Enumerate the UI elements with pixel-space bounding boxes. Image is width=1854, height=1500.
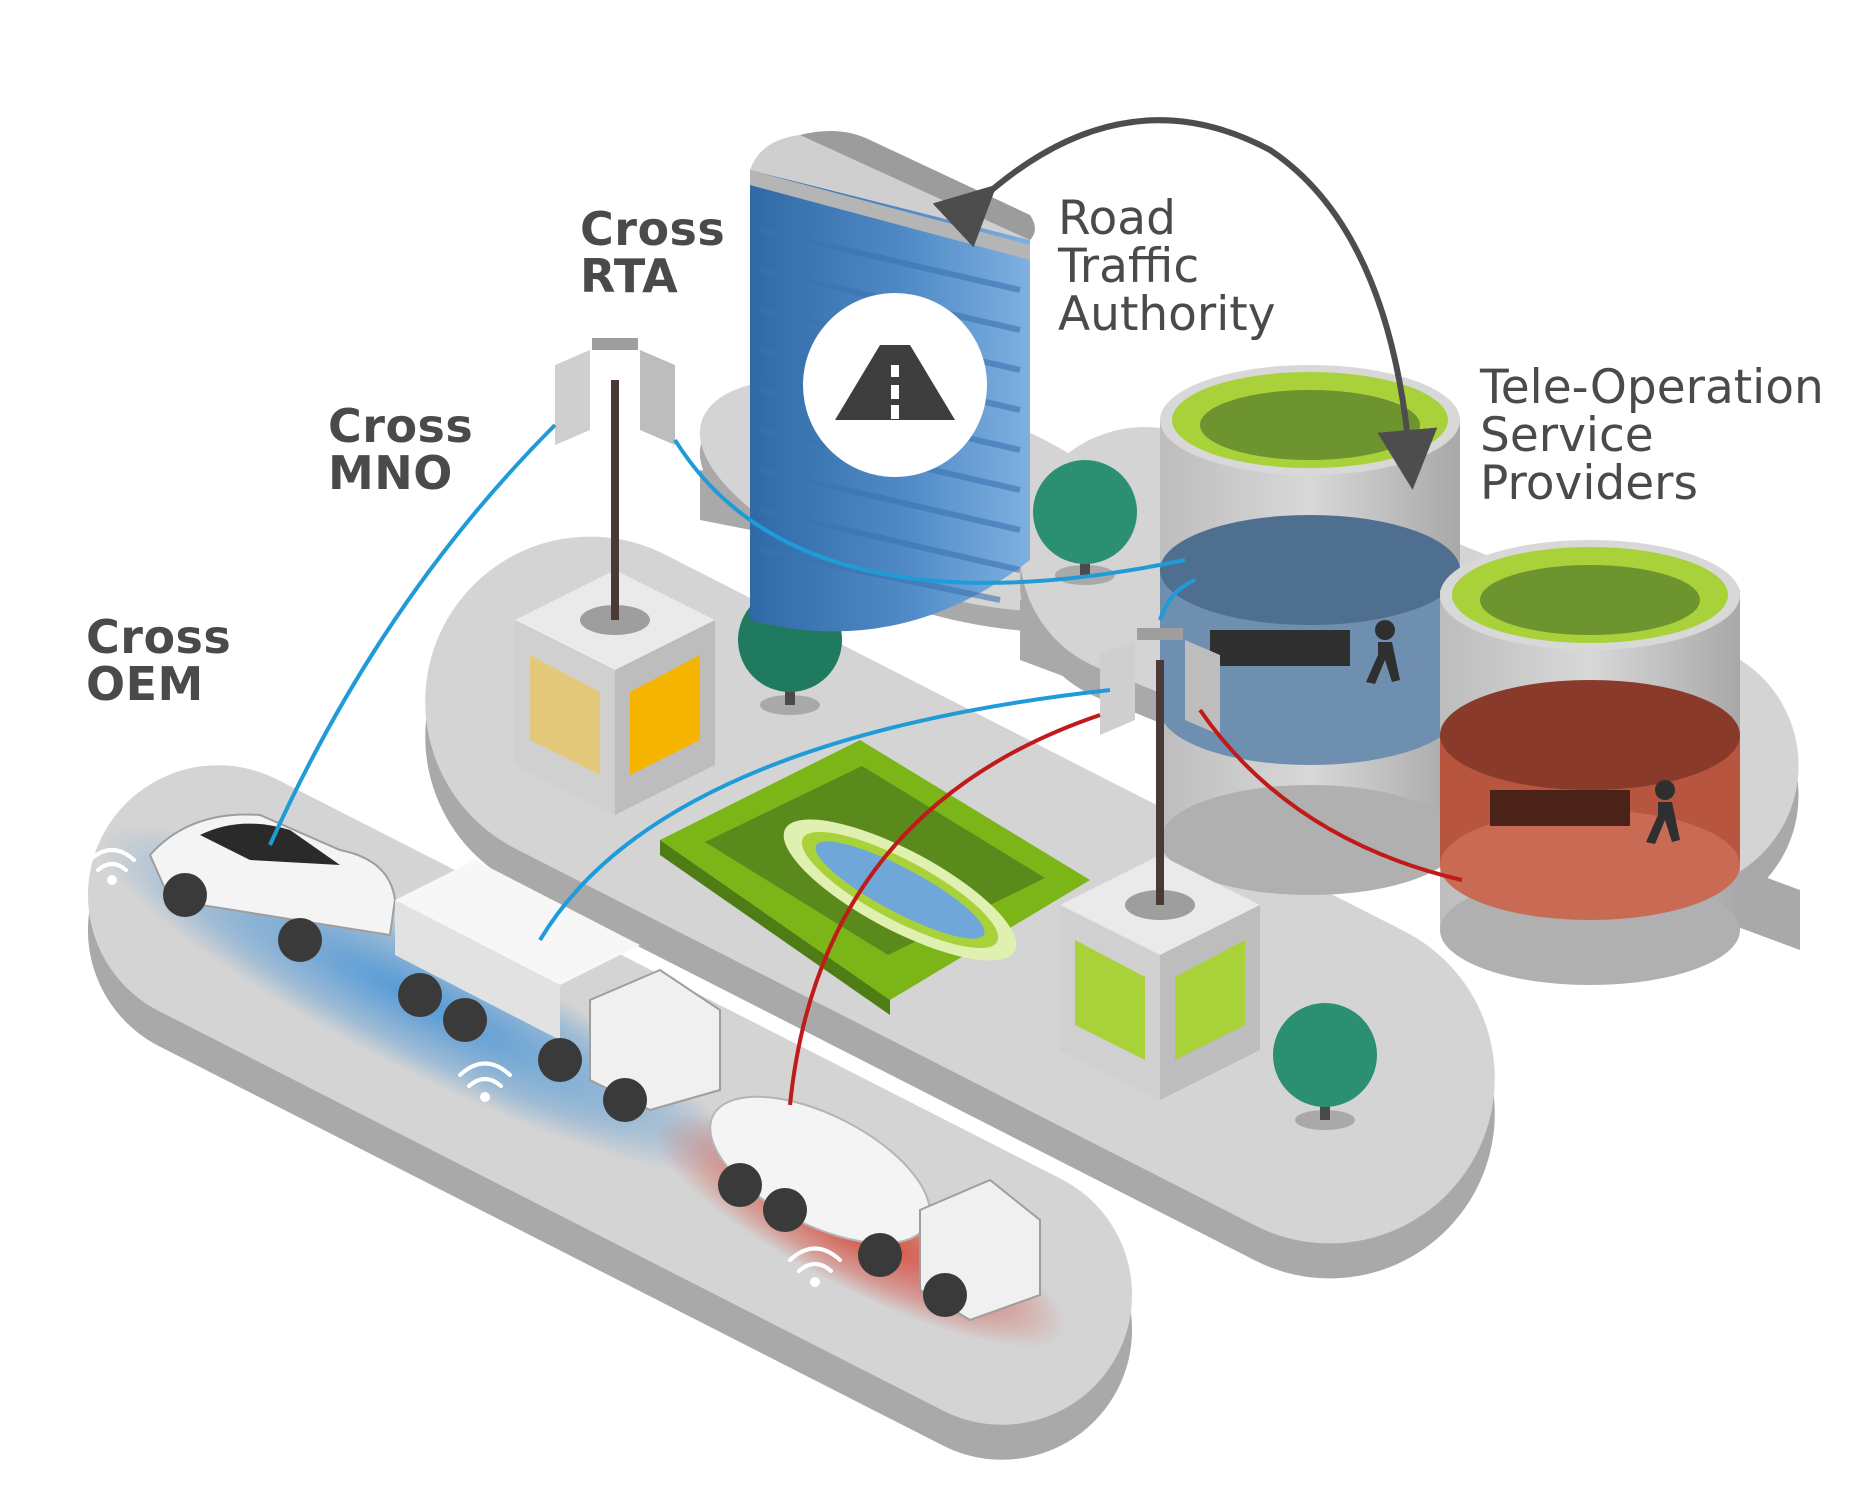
road-traffic-authority-building <box>750 131 1035 632</box>
link-car-to-mno-antenna <box>268 423 557 846</box>
blue-links <box>268 423 1196 942</box>
truck <box>395 860 721 1122</box>
wifi-icon <box>788 1246 842 1287</box>
tree-icon <box>1273 1003 1377 1130</box>
tele-op-line-3: Providers <box>1480 455 1698 511</box>
cross-oem-label: Cross OEM <box>86 614 231 708</box>
car <box>148 813 397 962</box>
cross-oem-line-2: OEM <box>86 656 204 711</box>
tele-operation-center-2 <box>1440 540 1740 985</box>
cross-oem-line-1: Cross <box>86 610 232 664</box>
rta-teleop-arrow <box>932 117 1438 490</box>
link-truck-to-green-antenna <box>538 688 1111 942</box>
tanker-truck <box>709 1095 1041 1322</box>
link-antenna-to-tele-op-2 <box>1198 708 1463 882</box>
tele-op-line-2: Service <box>1480 407 1654 463</box>
road-traffic-authority-label: Road Traffic Authority <box>1058 195 1276 339</box>
pond <box>815 841 985 939</box>
road-warning-icon <box>803 293 987 477</box>
wifi-icon <box>458 1061 512 1102</box>
wifi-icon <box>88 848 136 885</box>
pedestrian-icon <box>1366 620 1400 684</box>
link-antenna-to-tele-op <box>673 438 1186 585</box>
link-tele-op-short <box>1158 578 1196 621</box>
rta-line-2: Traffic <box>1058 238 1200 294</box>
tele-operation-label: Tele-Operation Service Providers <box>1480 364 1824 508</box>
antenna-icon <box>1100 628 1220 905</box>
cross-mno-line-2: MNO <box>328 445 453 500</box>
cross-mno-line-1: Cross <box>328 399 474 453</box>
cross-rta-label: Cross RTA <box>580 206 725 300</box>
antenna-base-green <box>1060 855 1260 1100</box>
cross-mno-label: Cross MNO <box>328 403 473 497</box>
rta-line-3: Authority <box>1058 286 1276 342</box>
cross-rta-line-2: RTA <box>580 248 679 303</box>
pedestrian-icon <box>1646 780 1680 844</box>
red-links <box>788 708 1463 1106</box>
rta-line-1: Road <box>1058 191 1176 246</box>
antenna-icon <box>555 338 675 620</box>
link-tanker-to-antenna <box>788 713 1101 1106</box>
cross-rta-line-1: Cross <box>580 202 726 256</box>
tele-op-line-1: Tele-Operation <box>1480 360 1824 415</box>
